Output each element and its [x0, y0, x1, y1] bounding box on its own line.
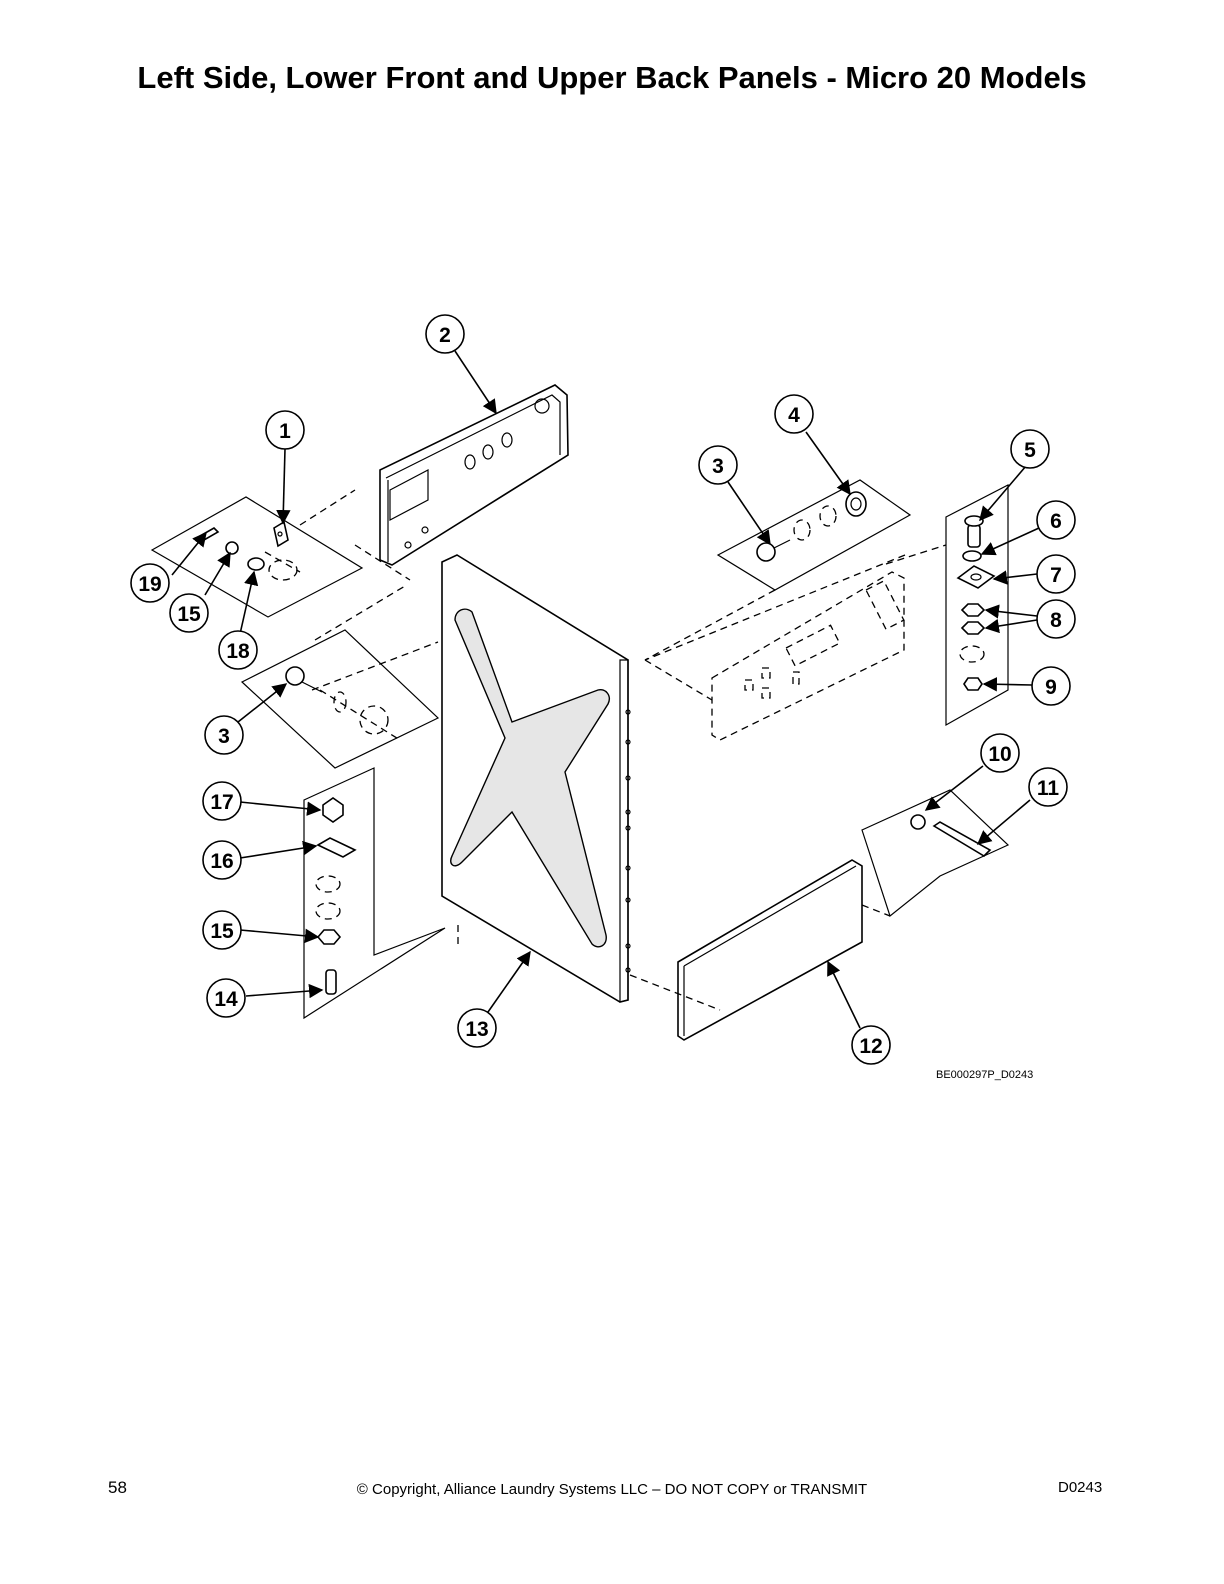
fastener-inset-upper-right — [644, 479, 912, 661]
callout-3-right-label: 3 — [712, 455, 724, 478]
callout-14: 14 — [206, 978, 246, 1018]
fastener-inset-column-right — [885, 484, 1009, 727]
callout-5: 5 — [1010, 429, 1050, 469]
upper-back-panel — [379, 384, 569, 566]
callout-15-upper-label: 15 — [177, 603, 201, 626]
callout-18-label: 18 — [226, 640, 250, 663]
callout-14-label: 14 — [214, 988, 238, 1011]
callout-4-label: 4 — [788, 404, 800, 427]
callout-9-label: 9 — [1045, 676, 1057, 699]
callout-11: 11 — [1028, 767, 1068, 807]
callout-6-label: 6 — [1050, 510, 1062, 533]
callout-3-right: 3 — [698, 445, 738, 485]
document-code: D0243 — [1058, 1479, 1103, 1496]
callout-19: 19 — [130, 563, 170, 603]
drawing-id: BE000297P_D0243 — [936, 1069, 1033, 1081]
fastener-inset-lower-left — [240, 585, 440, 769]
callout-8: 8 — [1036, 599, 1076, 639]
callout-15-lower-label: 15 — [210, 920, 234, 943]
callout-2-label: 2 — [439, 324, 451, 347]
callout-10-label: 10 — [988, 743, 1011, 766]
callout-2: 2 — [425, 314, 465, 354]
callout-5-label: 5 — [1024, 439, 1036, 462]
callout-19-label: 19 — [138, 573, 161, 596]
left-side-panel — [441, 554, 631, 1003]
fastener-inset-column-left — [303, 767, 459, 1020]
callout-3-left: 3 — [204, 715, 244, 755]
callout-10: 10 — [980, 733, 1020, 773]
callout-15-lower: 15 — [202, 910, 242, 950]
callout-15-upper: 15 — [169, 593, 209, 633]
callout-12: 12 — [851, 1025, 891, 1065]
callout-18: 18 — [218, 630, 258, 670]
callout-9: 9 — [1031, 666, 1071, 706]
callout-13-label: 13 — [465, 1018, 488, 1041]
copyright-notice: © Copyright, Alliance Laundry Systems LL… — [356, 1481, 868, 1498]
callout-12-label: 12 — [859, 1035, 882, 1058]
callout-1-label: 1 — [279, 420, 291, 443]
lower-front-panel-dashed — [644, 571, 905, 741]
callout-1: 1 — [265, 410, 305, 450]
lower-front-panel — [629, 859, 891, 1041]
callout-8-label: 8 — [1050, 609, 1062, 632]
callout-6: 6 — [1036, 500, 1076, 540]
page-number: 58 — [108, 1478, 127, 1497]
callout-leaders — [171, 350, 1040, 1029]
callout-17: 17 — [202, 781, 242, 821]
callout-11-label: 11 — [1037, 777, 1060, 800]
callout-7: 7 — [1036, 554, 1076, 594]
callout-16-label: 16 — [210, 850, 233, 873]
fastener-inset-upper-left — [150, 489, 411, 618]
callout-4: 4 — [774, 394, 814, 434]
callout-17-label: 17 — [210, 791, 233, 814]
callout-7-label: 7 — [1050, 564, 1062, 587]
callout-16: 16 — [202, 840, 242, 880]
callout-3-left-label: 3 — [218, 725, 230, 748]
callout-13: 13 — [457, 1008, 497, 1048]
page-title: Left Side, Lower Front and Upper Back Pa… — [137, 60, 1087, 95]
fastener-inset-lower-right — [861, 789, 1010, 918]
